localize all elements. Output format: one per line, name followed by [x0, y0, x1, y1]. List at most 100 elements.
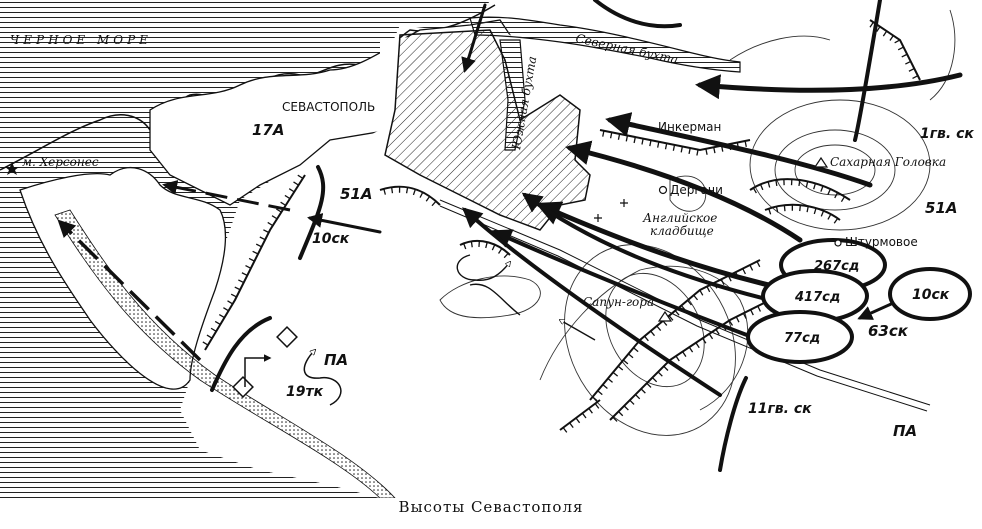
dergachi-label: Дергачи: [670, 183, 723, 197]
corps-10-left-label: 10ск: [312, 231, 350, 247]
arrow-icon: [461, 3, 487, 73]
defence-tick: [245, 265, 252, 269]
army-51-left-label: 51А: [340, 185, 372, 203]
defence-tick: [263, 229, 270, 234]
defence-tick: [759, 184, 764, 191]
defence-tick: [206, 334, 213, 339]
defence-tick: [840, 196, 846, 203]
defence-tick: [288, 188, 295, 193]
map-caption: Высоты Севастополя: [398, 498, 584, 516]
defence-tick: [602, 130, 605, 137]
defence-tick: [503, 252, 509, 259]
defence-tick: [218, 313, 225, 319]
defence-tick: [657, 141, 660, 148]
defence-tick: [905, 60, 911, 65]
defence-tick: [674, 310, 680, 316]
defence-tick: [813, 207, 817, 215]
defence-tick: [702, 337, 707, 344]
defence-tick: [241, 272, 248, 277]
defence-tick: [633, 347, 639, 353]
defence-tick: [214, 320, 221, 326]
defence-tick: [612, 416, 618, 422]
defence-tick: [259, 236, 266, 241]
sea-label: ЧЕРНОЕ МОРЕ: [10, 33, 152, 47]
arrow-icon: [565, 140, 803, 243]
defence-tick: [425, 195, 431, 202]
defence-tick: [882, 30, 888, 37]
defence-tick: [569, 422, 574, 428]
unit-10sk-right: [888, 267, 972, 321]
defence-tick: [623, 405, 629, 411]
star-icon: [5, 162, 19, 175]
defence-tick: [767, 181, 771, 188]
defence-tick: [650, 330, 656, 337]
defence-tick: [715, 329, 720, 335]
defence-tick: [575, 417, 581, 424]
defence-tick: [749, 264, 754, 271]
defence-tick: [756, 261, 761, 268]
defence-tick: [463, 243, 467, 250]
defence-tick: [742, 268, 747, 275]
defence-tick: [284, 194, 291, 200]
army-17-label: 17А: [252, 121, 284, 139]
defence-tick: [827, 213, 832, 220]
defence-tick: [646, 382, 652, 388]
defence-tick: [602, 384, 608, 389]
english-cemetery-label-1: Английское: [642, 211, 717, 225]
defence-tick: [869, 21, 874, 28]
defence-tick: [581, 412, 587, 419]
defence-tick: [889, 35, 894, 41]
defence-tick: [280, 201, 287, 206]
unit-77sd: [746, 310, 854, 364]
defence-tick: [675, 355, 680, 362]
guards-corps-11-label: 11гв. ск: [748, 401, 812, 417]
defence-tick: [682, 351, 687, 357]
defence-tick: [912, 75, 919, 79]
defence-tick: [901, 53, 908, 58]
khersones-label: м. Херсонес: [22, 155, 99, 169]
defence-tick: [664, 143, 668, 150]
defence-tick: [908, 67, 915, 72]
arrow-icon: [535, 201, 793, 293]
circle-icon: [834, 239, 842, 247]
defence-tick: [783, 205, 786, 212]
defence-tick: [293, 181, 299, 186]
defence-tick: [713, 147, 716, 154]
defence-tick: [275, 208, 282, 213]
defence-tick: [405, 187, 409, 194]
defence-tick: [412, 189, 416, 196]
defence-tick: [688, 346, 694, 353]
defence-tick: [470, 241, 473, 248]
defence-tick: [622, 359, 629, 365]
sevastopol-label: СЕВАСТОПОЛЬ: [282, 100, 375, 114]
north-bay: [469, 16, 741, 73]
defence-tick: [699, 289, 704, 296]
defence-tick: [617, 365, 624, 371]
defence-tick: [618, 411, 624, 417]
defence-tick: [827, 188, 831, 195]
defence-tick: [271, 215, 278, 220]
defence-tick: [431, 200, 437, 207]
defence-tick: [641, 138, 644, 145]
defence-tick: [656, 325, 662, 332]
defence-tick: [592, 396, 598, 402]
battle-map: ЧЕРНОЕ МОРЕ Северная бухта Южная бухта С…: [0, 0, 975, 498]
defence-tick: [805, 181, 809, 188]
defence-tick: [234, 286, 241, 291]
defence-tick: [775, 206, 779, 213]
triangle-icon: [813, 156, 829, 168]
arrow-icon: [521, 192, 772, 302]
cemetery-cross: [594, 199, 628, 222]
division-267-label: 267сд: [814, 259, 859, 274]
defence-tick: [594, 403, 600, 409]
defence-tick: [297, 174, 304, 179]
defence-tick: [498, 248, 503, 254]
defence-tick: [227, 300, 233, 305]
defence-tick: [705, 148, 708, 155]
defence-tick: [223, 307, 229, 312]
defence-tick: [728, 320, 734, 326]
defence-tick: [255, 243, 262, 248]
arrow-icon: [695, 72, 963, 100]
defence-tick: [752, 187, 757, 194]
division-417-label: 417сд: [794, 290, 840, 305]
